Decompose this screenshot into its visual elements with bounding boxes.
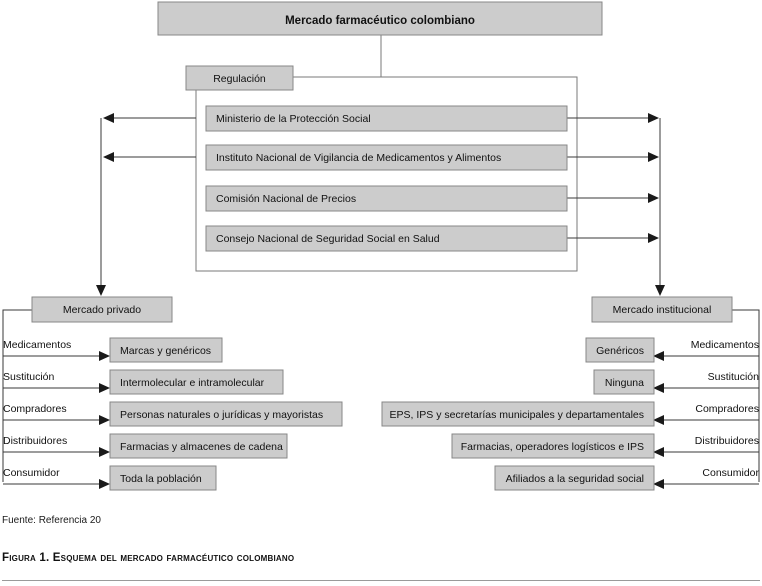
institutional-market-row: Sustitución Ninguna — [593, 369, 760, 395]
connector-regulation-to-frame — [293, 76, 578, 90]
private-market-row: Compradores Personas naturales o jurídic… — [3, 401, 343, 427]
arrow-down-private — [96, 285, 106, 296]
regulation-box-label: Regulación — [213, 73, 266, 85]
private-row-rect — [109, 337, 223, 363]
institutional-market-rail — [732, 309, 760, 482]
regulation-entity-rect — [205, 105, 568, 132]
institutional-row-label: Consumidor — [702, 467, 759, 479]
private-row-value: Personas naturales o jurídicas y mayoris… — [120, 409, 323, 421]
private-market-row: Distribuidores Farmacias y almacenes de … — [3, 433, 288, 459]
regulation-frame — [195, 90, 578, 272]
institutional-market-header-rect — [591, 296, 733, 323]
regulation-entity-label: Consejo Nacional de Seguridad Social en … — [216, 233, 440, 245]
connector-layer — [2, 35, 760, 482]
arrow-left-institutional-row — [653, 447, 664, 457]
arrow-right-private-row — [99, 383, 110, 393]
private-row-label: Sustitución — [3, 371, 55, 383]
institutional-market-header-label: Mercado institucional — [613, 304, 712, 316]
private-row-value: Farmacias y almacenes de cadena — [120, 441, 283, 453]
institutional-row-label: Medicamentos — [691, 339, 759, 351]
private-row-label: Consumidor — [3, 467, 60, 479]
figure-caption: Figura 1. Esquema del mercado farmacéuti… — [2, 552, 295, 564]
arrow-down-institutional — [655, 285, 665, 296]
regulation-box-rect — [185, 65, 294, 91]
arrow-right-entity4 — [648, 233, 659, 243]
private-row-label: Distribuidores — [3, 435, 67, 447]
regulation-entity-row: Instituto Nacional de Vigilancia de Medi… — [103, 144, 659, 171]
regulation-entity-rect — [205, 144, 568, 171]
arrow-right-private-row — [99, 479, 110, 489]
regulation-entity-label: Comisión Nacional de Precios — [216, 193, 356, 205]
private-row-rect — [109, 433, 288, 459]
source-note: Fuente: Referencia 20 — [2, 515, 101, 526]
regulation-entity-rect — [205, 225, 568, 252]
arrow-right-private-row — [99, 447, 110, 457]
title-box-rect — [157, 1, 603, 36]
title-box: Mercado farmacéutico colombiano — [157, 1, 603, 36]
arrow-right-entity3 — [648, 193, 659, 203]
arrow-left-entity2 — [103, 152, 114, 162]
private-market-header-rect — [31, 296, 173, 323]
institutional-market-row: Compradores EPS, IPS y secretarías munic… — [381, 401, 759, 427]
private-row-label: Compradores — [3, 403, 67, 415]
private-market-row: Consumidor Toda la población — [3, 465, 217, 491]
regulation-box: Regulación — [185, 65, 294, 91]
arrow-right-entity2 — [648, 152, 659, 162]
institutional-market-header: Mercado institucional — [591, 296, 733, 323]
regulation-entity-row: Consejo Nacional de Seguridad Social en … — [205, 225, 659, 252]
private-row-label: Medicamentos — [3, 339, 71, 351]
private-market-row: Medicamentos Marcas y genéricos — [3, 337, 223, 363]
private-row-value: Intermolecular e intramolecular — [120, 377, 265, 389]
private-market-row: Sustitución Intermolecular e intramolecu… — [3, 369, 284, 395]
institutional-row-value: Ninguna — [605, 377, 644, 389]
private-row-rect — [109, 401, 343, 427]
regulation-entity-rect — [205, 185, 568, 212]
institutional-row-value: Genéricos — [596, 345, 644, 357]
private-row-value: Toda la población — [120, 473, 202, 485]
private-market-header: Mercado privado — [31, 296, 173, 323]
institutional-market-row: Consumidor Afiliados a la seguridad soci… — [494, 465, 760, 491]
regulation-entity-row: Ministerio de la Protección Social — [103, 105, 659, 132]
institutional-market-row: Medicamentos Genéricos — [585, 337, 759, 363]
private-row-rect — [109, 369, 284, 395]
regulation-entity-label: Ministerio de la Protección Social — [216, 113, 371, 125]
institutional-row-value: Afiliados a la seguridad social — [506, 473, 644, 485]
institutional-row-label: Sustitución — [708, 371, 760, 383]
regulation-entity-row: Comisión Nacional de Precios — [205, 185, 659, 212]
arrow-left-institutional-row — [653, 479, 664, 489]
private-row-rect — [109, 465, 217, 491]
bottom-divider — [2, 580, 760, 581]
institutional-market-row: Distribuidores Farmacias, operadores log… — [451, 433, 759, 459]
regulation-entity-label: Instituto Nacional de Vigilancia de Medi… — [216, 152, 501, 164]
arrow-left-institutional-row — [653, 383, 664, 393]
arrow-left-entity1 — [103, 113, 114, 123]
institutional-row-rect — [451, 433, 655, 459]
institutional-row-rect — [381, 401, 655, 427]
private-market-header-label: Mercado privado — [63, 304, 141, 316]
institutional-row-label: Distribuidores — [695, 435, 759, 447]
institutional-row-rect — [585, 337, 655, 363]
arrow-left-institutional-row — [653, 351, 664, 361]
arrow-right-private-row — [99, 351, 110, 361]
arrow-right-private-row — [99, 415, 110, 425]
title-box-label: Mercado farmacéutico colombiano — [285, 15, 475, 27]
institutional-row-value: Farmacias, operadores logísticos e IPS — [461, 441, 644, 453]
institutional-row-rect — [593, 369, 655, 395]
arrow-right-entity1 — [648, 113, 659, 123]
institutional-row-label: Compradores — [695, 403, 759, 415]
institutional-row-rect — [494, 465, 655, 491]
arrow-left-institutional-row — [653, 415, 664, 425]
institutional-row-value: EPS, IPS y secretarías municipales y dep… — [390, 409, 644, 421]
private-row-value: Marcas y genéricos — [120, 345, 211, 357]
